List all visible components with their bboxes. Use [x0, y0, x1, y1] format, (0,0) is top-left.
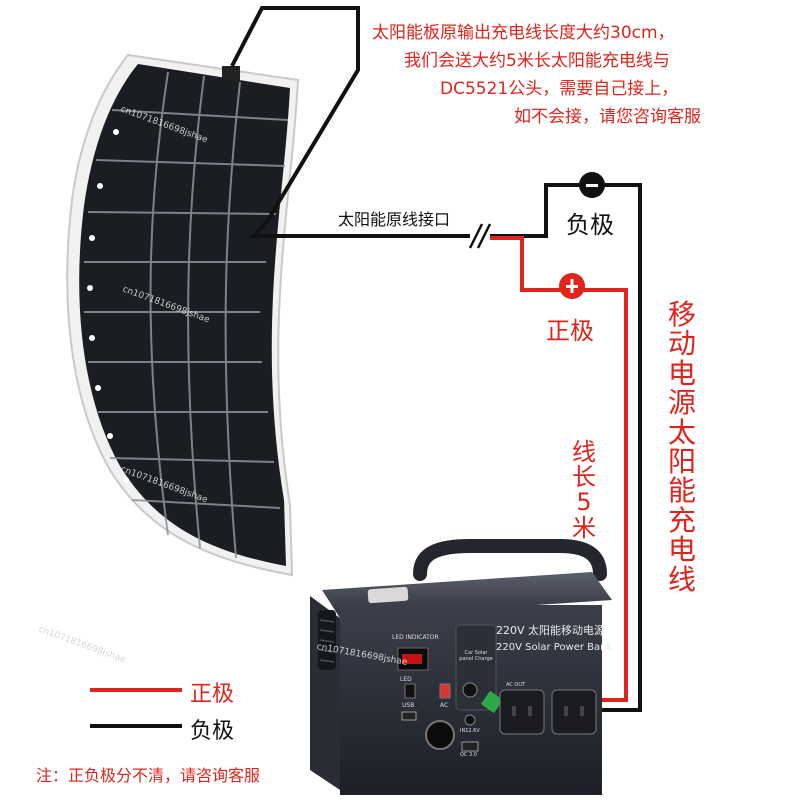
vertical-char: 太: [668, 415, 697, 449]
vertical-char: 长: [572, 463, 596, 492]
notice-line-2: 我们会送大约5米长太阳能充电线与: [404, 51, 670, 71]
vertical-char: 源: [668, 386, 697, 420]
footnote: 注：正负极分不清，请咨询客服: [36, 766, 261, 785]
vertical-char: 线: [668, 562, 697, 596]
vertical-char: 电: [668, 356, 697, 390]
power-bank-device: [310, 539, 612, 795]
notice-line-3: DC5521公头，需要自己接上，: [440, 79, 679, 99]
vertical-char: 充: [668, 503, 697, 537]
vertical-char: 线: [572, 438, 596, 466]
device-title-cn: 220V 太阳能移动电源: [496, 624, 606, 637]
usb-label: USB: [402, 702, 415, 709]
legend-negative-label: 负极: [190, 719, 235, 744]
vertical-char: 阳: [668, 444, 697, 478]
led-indicator-label: LED INDICATOR: [392, 634, 439, 641]
vertical-char: 动: [668, 327, 697, 361]
vertical-char: 5: [576, 488, 592, 517]
connector-break-mark: [468, 223, 492, 249]
original-connector-label: 太阳能原线接口: [338, 210, 451, 229]
negative-terminal-label: 负极: [566, 211, 614, 239]
positive-terminal-label: 正极: [546, 317, 594, 345]
led-label: LED: [400, 676, 412, 683]
charge-modes-label: Car Solar panel Charge: [459, 650, 493, 662]
device-title-en: 220V Solar Power Bank: [496, 642, 613, 653]
ac-label: AC: [440, 702, 449, 709]
legend-positive-label: 正极: [190, 682, 235, 707]
vertical-char: 米: [572, 513, 596, 542]
positive-terminal-marker: [559, 273, 585, 299]
cable-title-label: 移动电源太阳能充电线: [668, 300, 696, 594]
original-lead: [230, 6, 470, 238]
notice-line-4: 如不会接，请您咨询客服: [514, 107, 701, 127]
solar-panel: [66, 53, 300, 577]
input-voltage-label: IN12.6V: [460, 728, 480, 734]
qc-label: QC 3.0: [460, 752, 477, 758]
vertical-char: 移: [668, 298, 697, 331]
negative-terminal-marker: [579, 172, 605, 198]
ac-out-label: AC OUT: [506, 682, 526, 688]
notice-line-1: 太阳能板原输出充电线长度大约30cm，: [372, 23, 675, 43]
vertical-char: 能: [668, 474, 697, 508]
vertical-char: 电: [668, 533, 697, 567]
